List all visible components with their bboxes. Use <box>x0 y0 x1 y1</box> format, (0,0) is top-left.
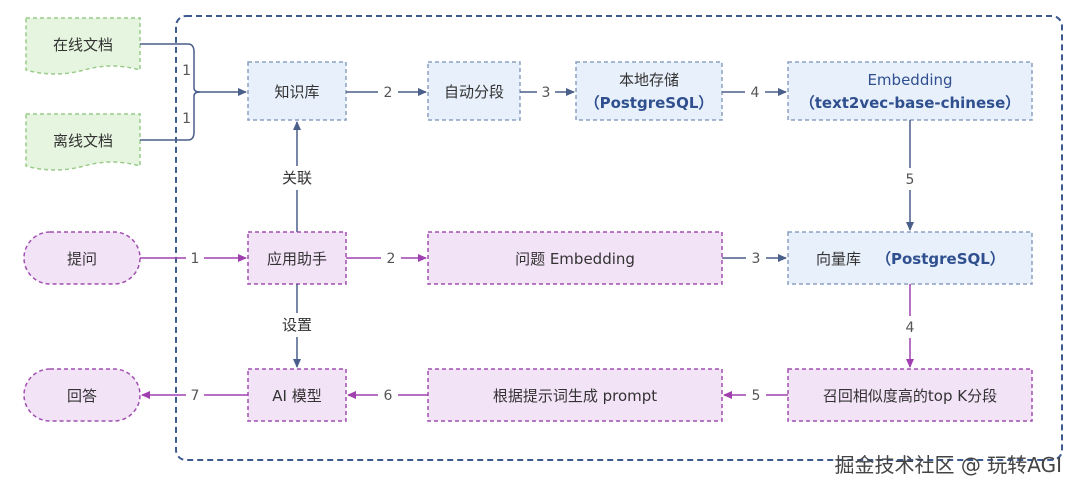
vector-db-pg-label: （PostgreSQL） <box>876 250 1005 268</box>
edge-label-seg-store: 3 <box>542 85 551 101</box>
auto-segment-label: 自动分段 <box>444 83 504 101</box>
local-storage-label: 本地存储 <box>619 71 679 89</box>
question-node: 提问 <box>23 231 141 285</box>
recall-label: 召回相似度高的top K分段 <box>823 387 997 405</box>
vector-db-label: 向量库 <box>816 250 861 268</box>
edge-label-bg <box>745 82 765 102</box>
embedding-label: Embedding <box>867 71 952 89</box>
online-doc-node: 在线文档 <box>25 17 141 75</box>
app-assistant-label: 应用助手 <box>267 250 327 268</box>
edge-label-bg <box>186 385 204 405</box>
edge-offline-to-kb <box>140 91 201 141</box>
edge-label-bg <box>272 166 322 190</box>
question-embedding-node: 问题 Embedding <box>427 231 723 285</box>
edge-label-settings: 设置 <box>282 316 312 334</box>
prompt-gen-label: 根据提示词生成 prompt <box>493 387 657 405</box>
edge-label-bg <box>186 248 204 268</box>
edge-label-offline: 1 <box>182 111 191 127</box>
edge-label-bg <box>746 385 766 405</box>
edge-online-to-kb <box>140 43 247 96</box>
edge-label-recall-prompt: 5 <box>752 388 761 404</box>
edge-label-bg <box>378 385 398 405</box>
question-embedding-label: 问题 Embedding <box>515 250 635 268</box>
ai-model-node: AI 模型 <box>247 368 347 422</box>
edge-label-bg <box>900 316 920 338</box>
edge-label-associate: 关联 <box>282 169 312 187</box>
prompt-gen-node: 根据提示词生成 prompt <box>427 368 723 422</box>
answer-label: 回答 <box>67 387 97 405</box>
offline-doc-node: 离线文档 <box>25 113 141 171</box>
embedding-model-label: （text2vec-base-chinese） <box>800 94 1021 112</box>
local-storage-db-label: （PostgreSQL） <box>585 94 714 112</box>
edge-label-bg <box>272 313 322 337</box>
system-boundary-frame <box>175 15 1063 461</box>
edge-label-prompt-ai: 6 <box>384 388 393 404</box>
edge-label-kb-seg: 2 <box>384 85 393 101</box>
embedding-model-node: Embedding （text2vec-base-chinese） <box>787 61 1033 121</box>
knowledge-base-node: 知识库 <box>247 61 347 121</box>
knowledge-base-label: 知识库 <box>274 83 319 101</box>
edge-label-q-app: 1 <box>191 251 200 267</box>
edge-label-qemb-vec: 3 <box>752 251 761 267</box>
question-label: 提问 <box>67 250 97 268</box>
online-doc-label: 在线文档 <box>53 36 113 54</box>
edge-label-vec-recall: 4 <box>906 320 915 336</box>
ai-model-label: AI 模型 <box>272 387 321 405</box>
edge-label-bg <box>746 248 766 268</box>
edge-label-ai-answer: 7 <box>191 388 200 404</box>
local-storage-node: 本地存储 （PostgreSQL） <box>575 61 723 121</box>
vector-db-node: 向量库 （PostgreSQL） <box>787 231 1033 285</box>
edge-label-bg <box>537 82 555 102</box>
edge-label-emb-vec: 5 <box>906 172 915 188</box>
edge-label-bg <box>381 248 401 268</box>
edge-label-bg <box>378 82 398 102</box>
app-assistant-node: 应用助手 <box>247 231 347 285</box>
watermark-text: 掘金技术社区 @ 玩转AGI <box>835 453 1062 477</box>
edge-label-bg <box>900 168 920 190</box>
edge-label-app-qemb: 2 <box>387 251 396 267</box>
recall-node: 召回相似度高的top K分段 <box>787 368 1033 422</box>
answer-node: 回答 <box>23 368 141 422</box>
auto-segment-node: 自动分段 <box>427 61 521 121</box>
offline-doc-label: 离线文档 <box>53 132 113 150</box>
edge-label-store-emb: 4 <box>751 85 760 101</box>
edge-label-online: 1 <box>182 63 191 79</box>
